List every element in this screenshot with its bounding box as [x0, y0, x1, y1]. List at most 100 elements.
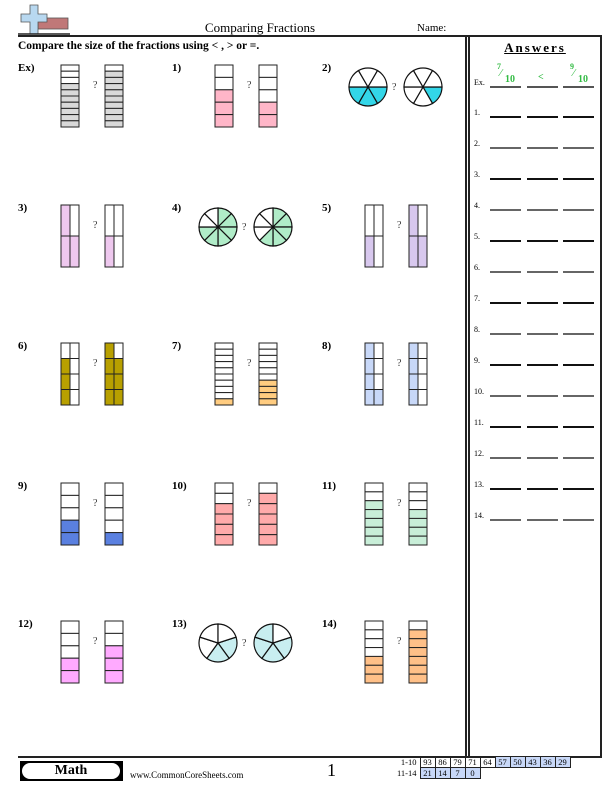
logo-icon: [18, 4, 70, 35]
answer-blank-14-1[interactable]: [490, 519, 521, 521]
question-mark: ?: [242, 638, 247, 649]
answer-blank-5-2[interactable]: [527, 240, 558, 242]
answer-blank-3-3[interactable]: [563, 178, 594, 180]
answer-blank-6-3[interactable]: [563, 271, 594, 273]
question-mark: ?: [397, 636, 402, 647]
answer-blank-9-1[interactable]: [490, 364, 521, 366]
answer-row-label: 3.: [474, 170, 480, 179]
fraction-model-left: [364, 620, 384, 689]
score-cell: 0: [464, 767, 481, 779]
answer-blank-11-1[interactable]: [490, 426, 521, 428]
fraction-model-left: [364, 342, 384, 411]
header-divider: [18, 35, 602, 37]
answer-blank-11-3[interactable]: [563, 426, 594, 428]
answer-blank-1-2[interactable]: [527, 116, 558, 118]
answer-blank-3-2[interactable]: [527, 178, 558, 180]
answer-row-label: 11.: [474, 418, 484, 427]
answer-blank-8-1[interactable]: [490, 333, 521, 335]
problem-label: 3): [18, 202, 28, 214]
answer-blank-10-2[interactable]: [527, 395, 558, 397]
problem-label: 12): [18, 618, 33, 630]
score-cell: 57: [494, 756, 511, 768]
fraction-model-left: [197, 622, 239, 669]
question-mark: ?: [93, 220, 98, 231]
answer-blank-14-3[interactable]: [563, 519, 594, 521]
answer-blank-11-2[interactable]: [527, 426, 558, 428]
answer-blank-2-1[interactable]: [490, 147, 521, 149]
fraction-model-right: [104, 482, 124, 551]
answer-blank-4-1[interactable]: [490, 209, 521, 211]
answer-blank-7-2[interactable]: [527, 302, 558, 304]
question-mark: ?: [247, 498, 252, 509]
answer-blank-13-2[interactable]: [527, 488, 558, 490]
answer-example-right-numerator: 9: [570, 62, 574, 71]
fraction-model-left: [197, 206, 239, 253]
answers-title: Answers: [504, 40, 566, 55]
answer-blank-1-1[interactable]: [490, 116, 521, 118]
answer-blank-13-3[interactable]: [563, 488, 594, 490]
score-cell: 36: [539, 756, 556, 768]
answer-blank-12-1[interactable]: [490, 457, 521, 459]
fraction-model-right: [258, 342, 278, 411]
answer-blank-12-3[interactable]: [563, 457, 594, 459]
problem-label: 4): [172, 202, 182, 214]
fraction-model-right: [408, 342, 428, 411]
answer-blank-10-3[interactable]: [563, 395, 594, 397]
answer-blank-2-3[interactable]: [563, 147, 594, 149]
answer-blank-7-1[interactable]: [490, 302, 521, 304]
score-cell: 64: [479, 756, 496, 768]
answer-example-left-numerator: 7: [497, 62, 501, 71]
answer-blank-8-3[interactable]: [563, 333, 594, 335]
score-cell: 21: [419, 767, 436, 779]
fraction-model-left: [214, 482, 234, 551]
subject-badge: Math: [22, 763, 120, 779]
answer-row-label: 8.: [474, 325, 480, 334]
answer-blank-7-3[interactable]: [563, 302, 594, 304]
fraction-slash: ⁄: [573, 68, 575, 79]
score-cell: 50: [509, 756, 526, 768]
answer-example-right-denominator: 10: [578, 74, 588, 85]
problem-label: 7): [172, 340, 182, 352]
answer-blank-2-2[interactable]: [527, 147, 558, 149]
fraction-model-left: [60, 64, 80, 133]
answer-blank-3-1[interactable]: [490, 178, 521, 180]
answer-blank-10-1[interactable]: [490, 395, 521, 397]
answer-blank-4-2[interactable]: [527, 209, 558, 211]
answer-blank-13-1[interactable]: [490, 488, 521, 490]
answer-blank-12-2[interactable]: [527, 457, 558, 459]
name-label: Name:: [417, 22, 447, 34]
score-row-label: 11-14: [397, 768, 417, 778]
score-cell: [525, 768, 540, 779]
answer-blank-6-2[interactable]: [527, 271, 558, 273]
answer-blank-4-3[interactable]: [563, 209, 594, 211]
score-cell: [555, 768, 570, 779]
score-cell: [480, 768, 495, 779]
fraction-model-left: [60, 620, 80, 689]
answer-blank-9-3[interactable]: [563, 364, 594, 366]
answer-blank-14-2[interactable]: [527, 519, 558, 521]
fraction-model-right: [104, 342, 124, 411]
fraction-model-right: [258, 64, 278, 133]
answer-blank-9-2[interactable]: [527, 364, 558, 366]
answer-blank-6-1[interactable]: [490, 271, 521, 273]
fraction-model-right: [408, 204, 428, 273]
question-mark: ?: [93, 498, 98, 509]
fraction-model-right: [258, 482, 278, 551]
answer-blank-5-3[interactable]: [563, 240, 594, 242]
problem-label: 2): [322, 62, 332, 74]
answer-blank-1-3[interactable]: [563, 116, 594, 118]
fraction-model-right: [402, 66, 444, 113]
answer-row-label: 14.: [474, 511, 484, 520]
answer-blank-5-1[interactable]: [490, 240, 521, 242]
question-mark: ?: [392, 82, 397, 93]
fraction-model-right: [104, 64, 124, 133]
score-cell: [510, 768, 525, 779]
answer-row-label: 4.: [474, 201, 480, 210]
score-cell: 86: [434, 756, 451, 768]
answer-row-label: 12.: [474, 449, 484, 458]
problem-label: 1): [172, 62, 182, 74]
answer-blank-8-2[interactable]: [527, 333, 558, 335]
